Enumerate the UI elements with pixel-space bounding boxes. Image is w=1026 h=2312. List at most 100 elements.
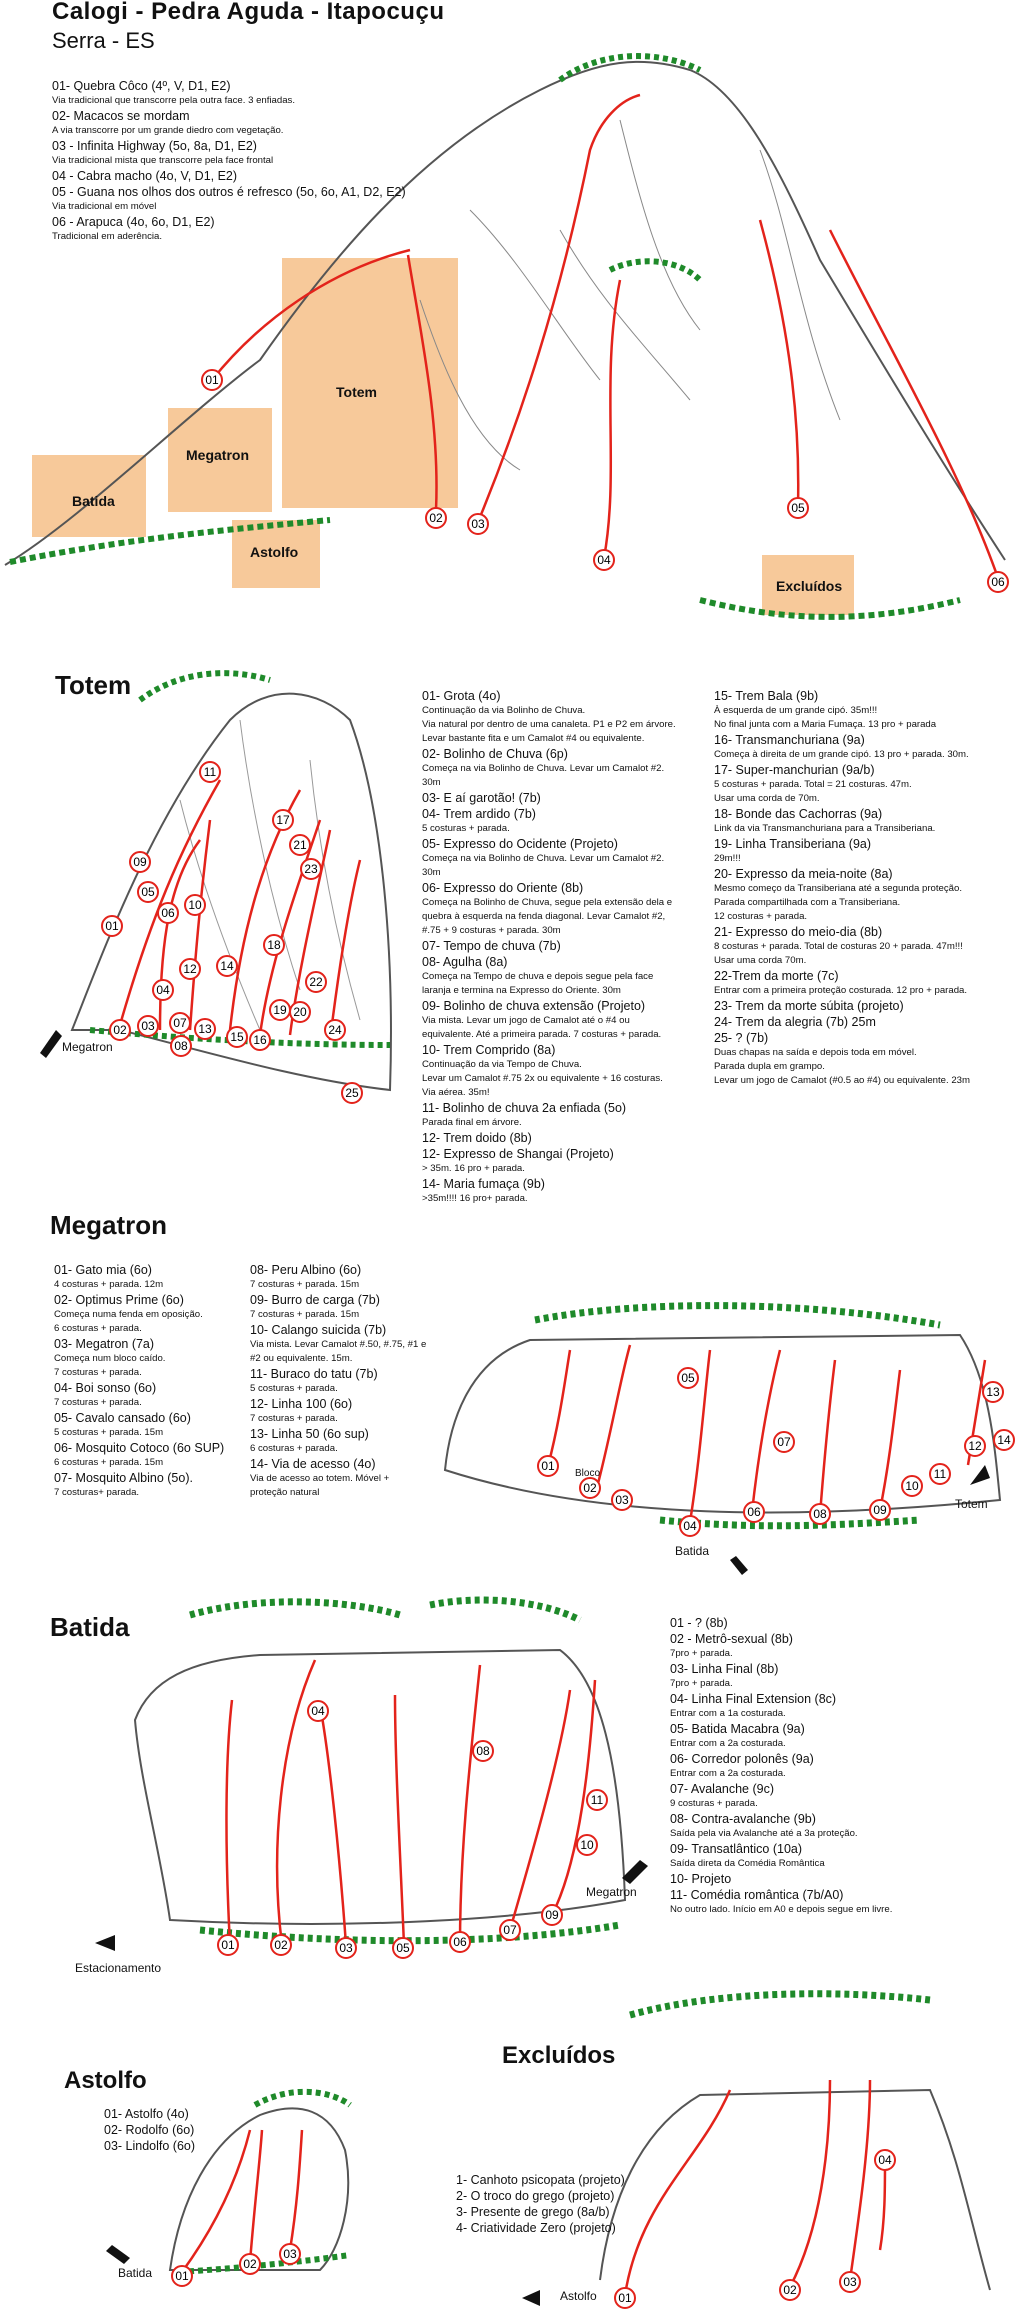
excluidos-route-marker-04: 04	[874, 2149, 896, 2171]
megatron-route-marker-01: 01	[537, 1455, 559, 1477]
route-desc: Começa num bloco caído.7 costuras + para…	[54, 1353, 166, 1378]
overview-topo	[4, 53, 1006, 620]
route-item: 10- Calango suicida (7b)Via mista. Levar…	[250, 1322, 426, 1366]
totem-route-marker-12: 12	[179, 958, 201, 980]
batida-route-marker-05: 05	[392, 1937, 414, 1959]
section-title-batida: Batida	[50, 1612, 130, 1642]
marker-number: 09	[873, 1503, 887, 1517]
marker-number: 05	[141, 885, 155, 899]
route-desc: Via tradicional mista que transcorre pel…	[52, 155, 274, 166]
route-item: 09- Burro de carga (7b)7 costuras + para…	[250, 1292, 426, 1322]
marker-number: 05	[791, 501, 805, 515]
route-item: 04- Trem ardido (7b)5 costuras + parada.	[422, 806, 676, 836]
marker-number: 06	[747, 1505, 761, 1519]
arrow-label-batida: Batida	[675, 1544, 710, 1558]
marker-number: 06	[991, 575, 1005, 589]
marker-number: 06	[161, 906, 175, 920]
totem-route-marker-20: 20	[289, 1001, 311, 1023]
route-desc: Saída pela via Avalanche até a 3a proteç…	[670, 1828, 858, 1839]
route-title: 01- Grota (4o)	[422, 689, 501, 703]
overview-route-marker-04: 04	[593, 549, 615, 571]
marker-number: 03	[615, 1493, 629, 1507]
marker-number: 11	[591, 1793, 604, 1807]
arrow-batida-astolfo-icon	[106, 2245, 130, 2264]
route-desc: Começa na Tempo de chuva e depois segue …	[422, 971, 654, 996]
section-title-excluidos: Excluídos	[502, 2042, 616, 2069]
astolfo-route-marker-03: 03	[279, 2243, 301, 2265]
route-title: 13- Linha 50 (6o sup)	[250, 1427, 369, 1441]
marker-number: 02	[783, 2283, 797, 2297]
route-desc: 7 costuras+ parada.	[54, 1487, 140, 1498]
totem-route-marker-23: 23	[300, 858, 322, 880]
route-item: 18- Bonde das Cachorras (9a)Link da via …	[714, 806, 970, 836]
totem-route-marker-21: 21	[289, 834, 311, 856]
batida-route-marker-01: 01	[217, 1934, 239, 1956]
route-title: 2- O troco do grego (projeto)	[456, 2189, 615, 2203]
route-desc: >35m!!!! 16 pro+ parada.	[422, 1193, 528, 1204]
batida-route-marker-02: 02	[270, 1934, 292, 1956]
route-desc: Começa na via Bolinho de Chuva. Levar um…	[422, 763, 665, 788]
route-item: 05- Expresso do Ocidente (Projeto)Começa…	[422, 836, 676, 880]
arrow-megatron-batida-icon	[622, 1860, 648, 1884]
route-title: 12- Expresso de Shangai (Projeto)	[422, 1147, 614, 1161]
marker-number: 03	[339, 1941, 353, 1955]
megatron-route-marker-08: 08	[809, 1503, 831, 1525]
megatron-route-marker-13: 13	[982, 1381, 1004, 1403]
route-title: 04 - Cabra macho (4o, V, D1, E2)	[52, 169, 238, 183]
totem-route-marker-09: 09	[129, 851, 151, 873]
route-desc: Começa numa fenda em oposição.6 costuras…	[54, 1309, 203, 1334]
route-desc: Via mista. Levar um jogo de Camalot até …	[422, 1015, 662, 1040]
marker-number: 01	[221, 1938, 235, 1952]
marker-number: 15	[230, 1030, 244, 1044]
marker-number: 06	[453, 1935, 467, 1949]
arrow-estacionamento-icon	[95, 1935, 115, 1951]
route-item: 21- Expresso do meio-dia (8b)8 costuras …	[714, 924, 970, 968]
totem-route-marker-08: 08	[170, 1035, 192, 1057]
route-desc: Via tradicional em móvel	[52, 201, 157, 212]
zone-excluidos	[762, 555, 854, 615]
route-title: 01 - ? (8b)	[670, 1616, 728, 1630]
marker-number: 09	[545, 1908, 559, 1922]
route-title: 08- Peru Albino (6o)	[250, 1263, 362, 1277]
marker-number: 02	[274, 1938, 288, 1952]
route-desc: 4 costuras + parada. 12m	[54, 1279, 164, 1290]
megatron-route-marker-03: 03	[611, 1489, 633, 1511]
route-desc: 5 costuras + parada. Total = 21 costuras…	[714, 779, 912, 804]
route-item: 11- Bolinho de chuva 2a enfiada (5o)Para…	[422, 1100, 676, 1130]
totem-topo	[70, 670, 392, 1092]
route-item: 02 - Metrô-sexual (8b)7pro + parada.	[670, 1631, 892, 1661]
marker-number: 19	[273, 1003, 287, 1017]
marker-number: 03	[471, 517, 485, 531]
route-title: 22-Trem da morte (7c)	[714, 969, 839, 983]
batida-route-marker-07: 07	[499, 1919, 521, 1941]
marker-number: 09	[133, 855, 147, 869]
route-item: 23- Trem da morte súbita (projeto)	[714, 998, 970, 1014]
marker-number: 13	[198, 1022, 212, 1036]
marker-number: 14	[997, 1433, 1011, 1447]
route-title: 04- Boi sonso (6o)	[54, 1381, 157, 1395]
route-item: 09- Bolinho de chuva extensão (Projeto) V…	[422, 998, 676, 1042]
route-item: 03- E aí garotão! (7b)	[422, 790, 676, 806]
route-title: 09- Bolinho de chuva extensão (Projeto)	[422, 999, 646, 1013]
route-desc: Mesmo começo da Transiberiana até a segu…	[714, 883, 962, 922]
route-title: 15- Trem Bala (9b)	[714, 689, 819, 703]
route-title: 14- Maria fumaça (9b)	[422, 1177, 545, 1191]
arrow-batida-icon	[730, 1556, 748, 1575]
marker-number: 01	[175, 2269, 189, 2283]
marker-number: 07	[173, 1016, 187, 1030]
route-item: 02- Bolinho de Chuva (6p) Começa na via B…	[422, 746, 676, 790]
route-title: 02- Bolinho de Chuva (6p)	[422, 747, 568, 761]
marker-number: 08	[476, 1744, 490, 1758]
marker-number: 02	[243, 2257, 257, 2271]
megatron-route-marker-12: 12	[964, 1435, 986, 1457]
vegetation-top	[558, 53, 703, 283]
route-title: 05- Expresso do Ocidente (Projeto)	[422, 837, 618, 851]
megatron-route-marker-09: 09	[869, 1499, 891, 1521]
route-desc: 8 costuras + parada. Total de costuras 2…	[714, 941, 963, 966]
route-desc: 6 costuras + parada. 15m	[54, 1457, 164, 1468]
totem-route-list-2: 15- Trem Bala (9b)À esquerda de um grand…	[714, 688, 970, 1088]
route-desc: Via mista. Levar Camalot #.50, #.75, #1 …	[250, 1339, 427, 1364]
totem-route-marker-18: 18	[263, 934, 285, 956]
route-title: 02- Rodolfo (6o)	[104, 2123, 195, 2137]
